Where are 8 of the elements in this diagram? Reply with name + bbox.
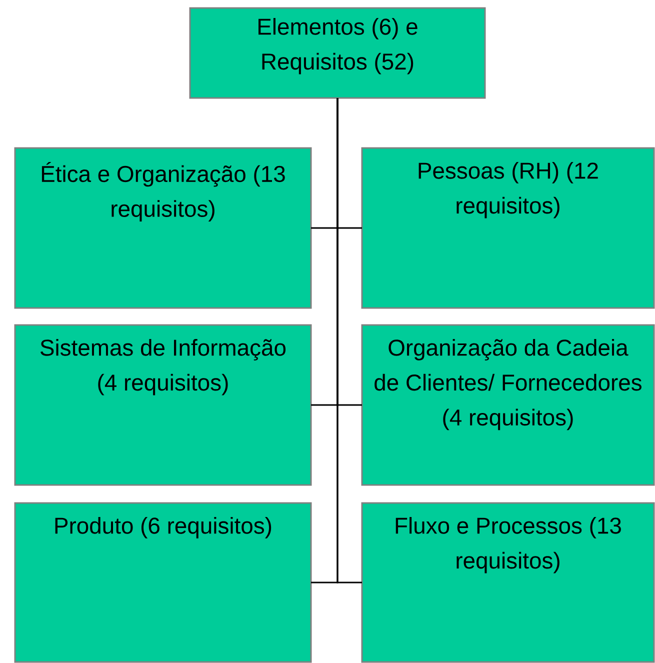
category-box: Elementos (6) e Requisitos (52) xyxy=(189,7,486,99)
category-box: Sistemas de Informação (4 requisitos) xyxy=(14,324,312,486)
category-box: Fluxo e Processos (13 requisitos) xyxy=(361,502,655,663)
category-box: Pessoas (RH) (12 requisitos) xyxy=(361,147,655,309)
connector-line xyxy=(336,98,362,584)
category-box: Organização da Cadeia de Clientes/ Fornecedores (4 requisitos) xyxy=(361,324,655,486)
category-box: Produto (6 requisitos) xyxy=(14,502,312,663)
category-box: Ética e Organização (13 requisitos) xyxy=(14,147,312,309)
